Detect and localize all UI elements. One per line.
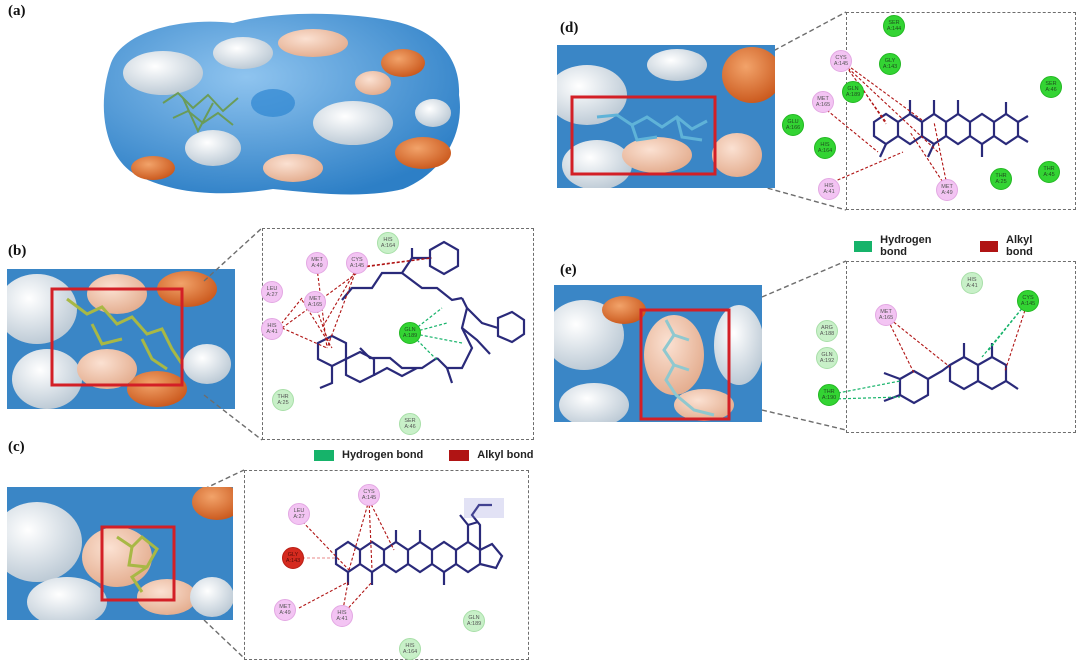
alkyl-bond-label: Alkyl bond [1006, 234, 1057, 258]
binding-site-image-c [7, 487, 233, 620]
interaction-diagram-e [800, 261, 1076, 438]
legend-bottom: Hydrogen bond Alkyl bond [314, 449, 560, 461]
hydrogen-bond-label: Hydrogen bond [880, 234, 954, 258]
binding-site-image-d [557, 45, 775, 188]
binding-site-image-e [554, 285, 762, 422]
alkyl-bond-swatch [449, 450, 469, 461]
legend-top: Hydrogen bond Alkyl bond [854, 234, 1083, 258]
hydrogen-bond-label: Hydrogen bond [342, 449, 423, 461]
hydrogen-bond-swatch [314, 450, 334, 461]
alkyl-bond-label: Alkyl bond [477, 449, 533, 461]
alkyl-bond-swatch [980, 241, 998, 252]
interaction-diagram-b [262, 228, 534, 445]
hydrogen-bond-swatch [854, 241, 872, 252]
